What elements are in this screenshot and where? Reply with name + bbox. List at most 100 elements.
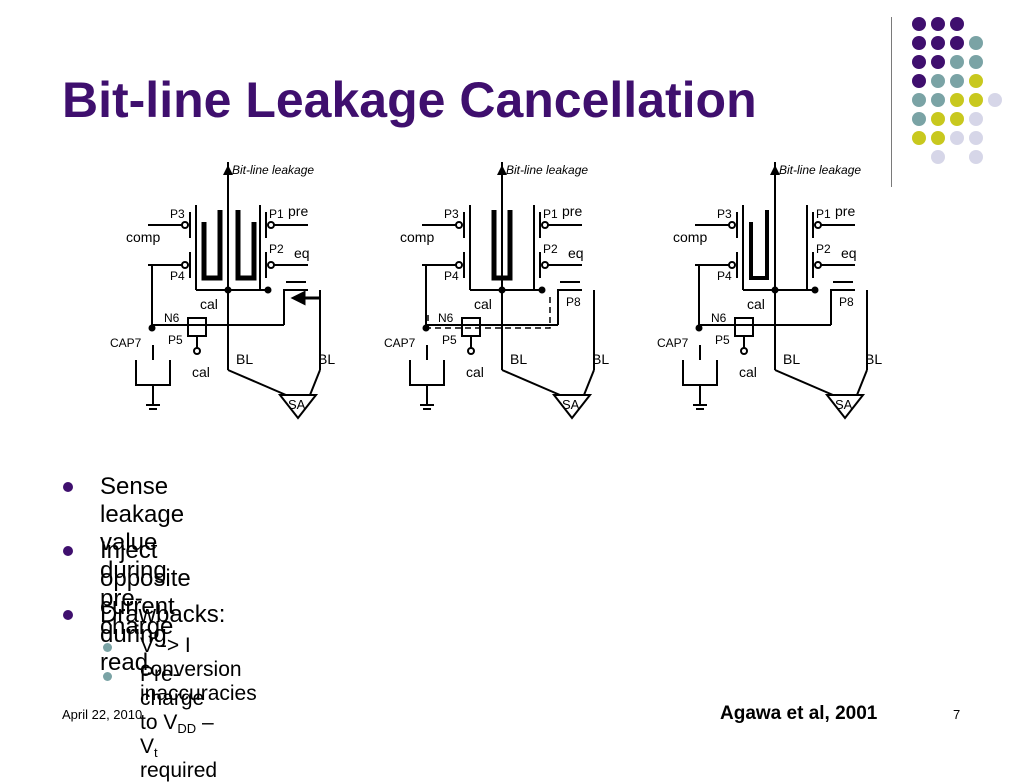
label-bl: BL [510, 351, 527, 367]
circuit-diagram-calibrate: Bit-line leakage P3 P1 pre comp P2 eq P4… [384, 162, 609, 420]
decor-dot [931, 74, 945, 88]
decor-dot [950, 93, 964, 107]
decor-dot [969, 131, 983, 145]
label-p5: P5 [715, 333, 730, 347]
label-n6: N6 [164, 311, 180, 325]
decor-dot [950, 74, 964, 88]
label-p4: P4 [444, 269, 459, 283]
bullet-dot [63, 482, 73, 492]
slide-title: Bit-line Leakage Cancellation [62, 72, 757, 128]
decor-dot [969, 150, 983, 164]
label-cal: cal [747, 296, 765, 312]
decor-dot [969, 55, 983, 69]
decor-dot [931, 17, 945, 31]
sub-bullet-text-c: required [140, 759, 218, 782]
sub-bullet-dot [103, 672, 112, 681]
label-p8: P8 [566, 295, 581, 309]
decor-dot [950, 17, 964, 31]
decor-dot [988, 93, 1002, 107]
label-comp: comp [126, 229, 160, 245]
decor-dot [912, 112, 926, 126]
decor-dot [931, 36, 945, 50]
decor-dot [950, 36, 964, 50]
decor-dot [969, 74, 983, 88]
decor-dot [969, 93, 983, 107]
label-cap7: CAP7 [657, 336, 689, 350]
circuit-diagram-precharge: Bit-line leakage P3 P1 pre comp P2 eq P4… [110, 162, 335, 420]
decor-dot [931, 150, 945, 164]
label-leak: Bit-line leakage [232, 163, 314, 177]
label-sa: SA [562, 397, 580, 412]
decor-dot [931, 55, 945, 69]
decor-dot [912, 55, 926, 69]
label-p2: P2 [816, 242, 831, 256]
label-n6: N6 [711, 311, 727, 325]
decor-dot [950, 112, 964, 126]
decor-dot [931, 131, 945, 145]
label-n6: N6 [438, 311, 454, 325]
decor-dot [969, 36, 983, 50]
decor-dot [931, 112, 945, 126]
label-sa: SA [835, 397, 853, 412]
label-comp: comp [673, 229, 707, 245]
label-p5: P5 [168, 333, 183, 347]
decor-dot [912, 17, 926, 31]
page-number: 7 [953, 707, 961, 722]
label-pre: pre [288, 203, 308, 219]
sub-bullet-text-a: Pre-charge to V [140, 663, 205, 734]
sub-bullet-sub-a: DD [177, 721, 197, 736]
decor-dot [912, 131, 926, 145]
label-cal: cal [200, 296, 218, 312]
decor-dot [912, 36, 926, 50]
label-blb: BL [318, 351, 335, 367]
label-cal2: cal [466, 364, 484, 380]
title-divider [891, 17, 892, 187]
label-cap7: CAP7 [384, 336, 416, 350]
label-eq: eq [568, 245, 584, 261]
sub-bullet-item: V -> I conversion inaccuracies [140, 634, 257, 705]
decor-dot [950, 131, 964, 145]
decor-dot [912, 93, 926, 107]
label-p1: P1 [269, 207, 284, 221]
label-pre: pre [835, 203, 855, 219]
sub-bullet-item: Pre-charge to VDD – Vt required [140, 663, 217, 783]
decor-dot [969, 112, 983, 126]
label-bl: BL [783, 351, 800, 367]
label-p5: P5 [442, 333, 457, 347]
label-pre: pre [562, 203, 582, 219]
label-p3: P3 [717, 207, 732, 221]
sub-bullet-dot [103, 643, 112, 652]
decor-dot [950, 55, 964, 69]
label-eq: eq [294, 245, 310, 261]
label-cap7: CAP7 [110, 336, 142, 350]
label-p4: P4 [717, 269, 732, 283]
circuit-diagram-read: Bit-line leakage P3 P1 pre comp P2 eq P4… [657, 162, 882, 420]
decor-dot [912, 74, 926, 88]
label-sa: SA [288, 397, 306, 412]
label-p2: P2 [269, 242, 284, 256]
bullet-item: Inject opposite current during read [100, 537, 191, 676]
bullet-dot [63, 546, 73, 556]
decor-dot [931, 93, 945, 107]
label-bl: BL [236, 351, 253, 367]
label-cal2: cal [192, 364, 210, 380]
sub-bullet-sub-b: t [154, 745, 158, 760]
label-p3: P3 [170, 207, 185, 221]
label-p3: P3 [444, 207, 459, 221]
label-p4: P4 [170, 269, 185, 283]
label-cal: cal [474, 296, 492, 312]
label-p1: P1 [816, 207, 831, 221]
footer-date: April 22, 2010 [62, 707, 143, 722]
label-blb: BL [865, 351, 882, 367]
label-leak: Bit-line leakage [506, 163, 588, 177]
bullet-item: Drawbacks: [100, 601, 226, 628]
label-leak: Bit-line leakage [779, 163, 861, 177]
label-eq: eq [841, 245, 857, 261]
label-p8: P8 [839, 295, 854, 309]
label-p2: P2 [543, 242, 558, 256]
footer-citation: Agawa et al, 2001 [720, 703, 878, 724]
bullet-item: Sense leakage value during pre-charge [100, 473, 185, 640]
label-cal2: cal [739, 364, 757, 380]
bullet-dot [63, 610, 73, 620]
label-comp: comp [400, 229, 434, 245]
